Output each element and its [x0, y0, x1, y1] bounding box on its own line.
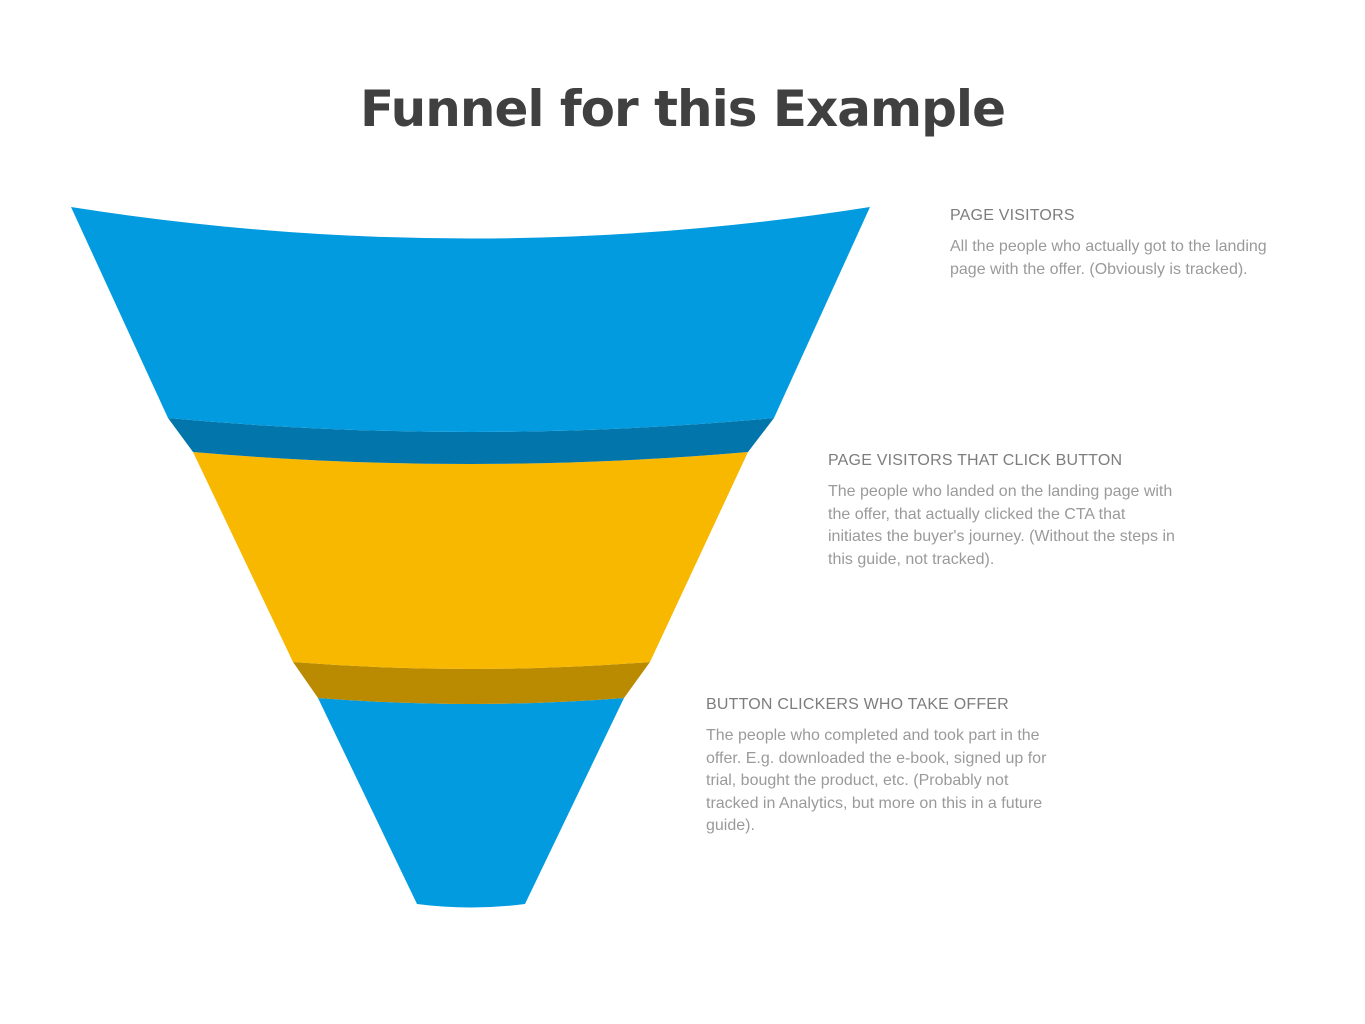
stage-heading: BUTTON CLICKERS WHO TAKE OFFER [706, 696, 1009, 713]
stage-heading: PAGE VISITORS THAT CLICK BUTTON [828, 452, 1123, 469]
stage-description: The people who landed on the landing pag… [828, 483, 1175, 568]
funnel-middle-band [293, 662, 650, 704]
page-title: Funnel for this Example [360, 80, 1006, 138]
funnel-top-stage [71, 207, 870, 432]
stage-description: All the people who actually got to the l… [950, 238, 1267, 278]
funnel-top-band [168, 418, 774, 464]
funnel-bottom-stage [318, 698, 624, 908]
stage-heading: PAGE VISITORS [950, 207, 1075, 224]
stage-page-visitors: PAGE VISITORS All the people who actuall… [950, 206, 1280, 281]
funnel-middle-stage [193, 452, 748, 669]
stage-button-clickers: PAGE VISITORS THAT CLICK BUTTON The peop… [828, 451, 1183, 571]
stage-description: The people who completed and took part i… [706, 727, 1047, 834]
stage-offer-takers: BUTTON CLICKERS WHO TAKE OFFER The peopl… [706, 695, 1061, 838]
